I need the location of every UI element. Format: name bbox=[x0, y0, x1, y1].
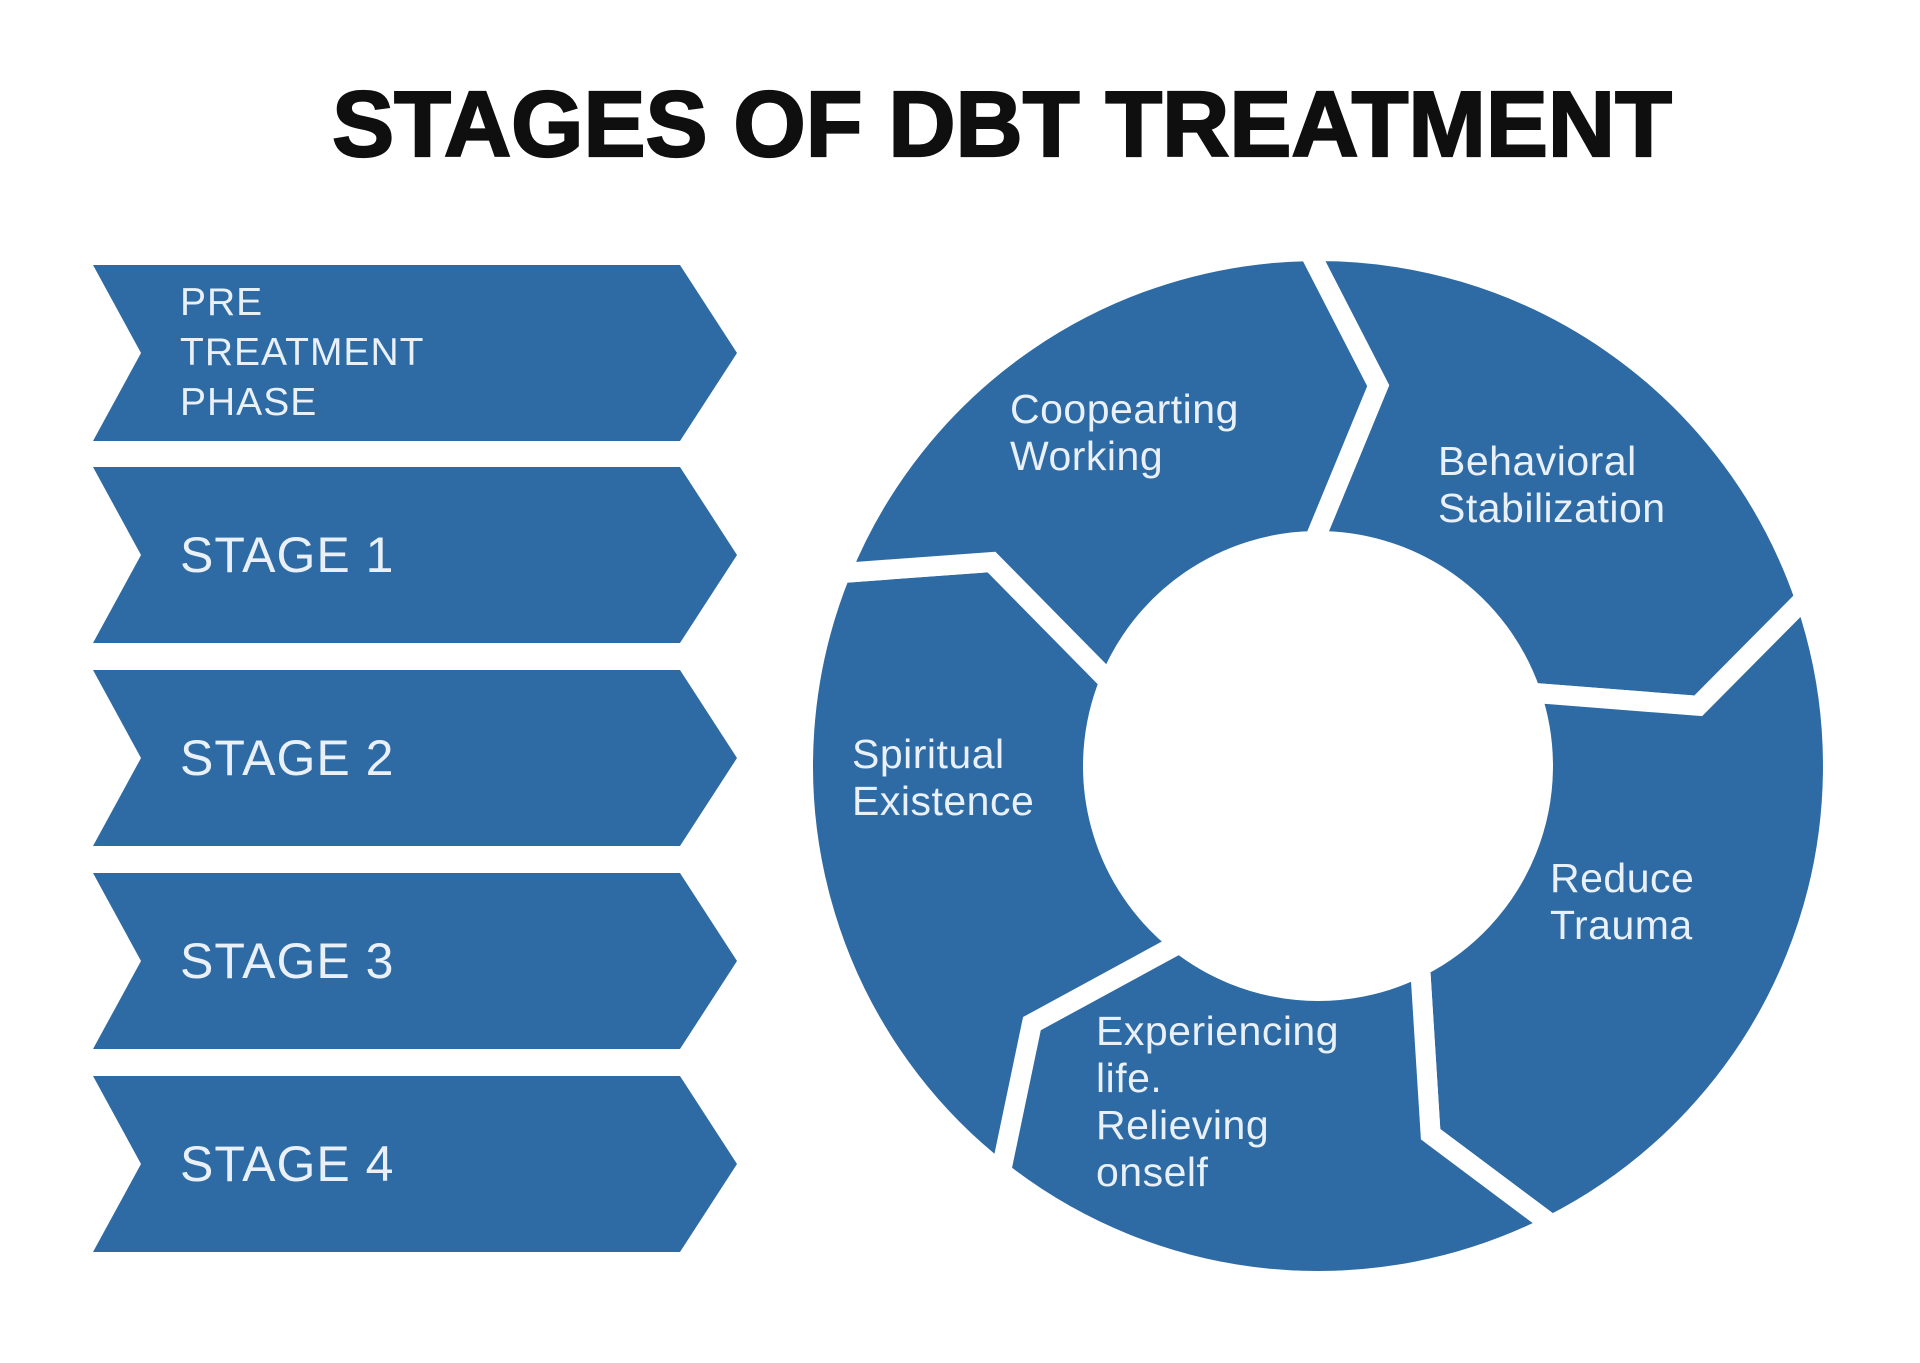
page-title: STAGES OF DBT TREATMENT bbox=[331, 72, 1673, 176]
stage-banner-label: STAGE 3 bbox=[180, 933, 395, 989]
stage-banner-stage2: STAGE 2 bbox=[93, 670, 737, 846]
segment-label-behavioral: Behavioral Stabilization bbox=[1438, 438, 1666, 531]
cycle-segment-experiencing-life bbox=[989, 931, 1571, 1292]
stage-banner-label: PRE TREATMENT PHASE bbox=[180, 281, 425, 424]
cycle-segment-reduce-trauma bbox=[1409, 579, 1843, 1237]
stage-banner-stage3: STAGE 3 bbox=[93, 873, 737, 1049]
stage-banner-pretreatment: PRE TREATMENT PHASE bbox=[93, 265, 737, 441]
stage-banner-stage1: STAGE 1 bbox=[93, 467, 737, 643]
segment-label-spiritual: Spiritual Existence bbox=[852, 731, 1035, 824]
stage-banner-label: STAGE 4 bbox=[180, 1136, 395, 1192]
cycle-segment-cooperating-working bbox=[825, 240, 1390, 700]
segment-label-experiencing: Experiencing life. Relieving onself bbox=[1096, 1008, 1340, 1195]
cycle-segment-spiritual-existence bbox=[793, 551, 1198, 1190]
stage-banner-label: STAGE 2 bbox=[180, 730, 395, 786]
segment-label-cooperating: Coopearting Working bbox=[1010, 386, 1239, 479]
stage-banner-label: STAGE 1 bbox=[180, 527, 395, 583]
stage-banner-stage4: STAGE 4 bbox=[93, 1076, 737, 1252]
segment-label-reduce-trauma: Reduce Trauma bbox=[1550, 855, 1695, 948]
cycle-segment-behavioral-stabilization bbox=[1292, 241, 1817, 717]
